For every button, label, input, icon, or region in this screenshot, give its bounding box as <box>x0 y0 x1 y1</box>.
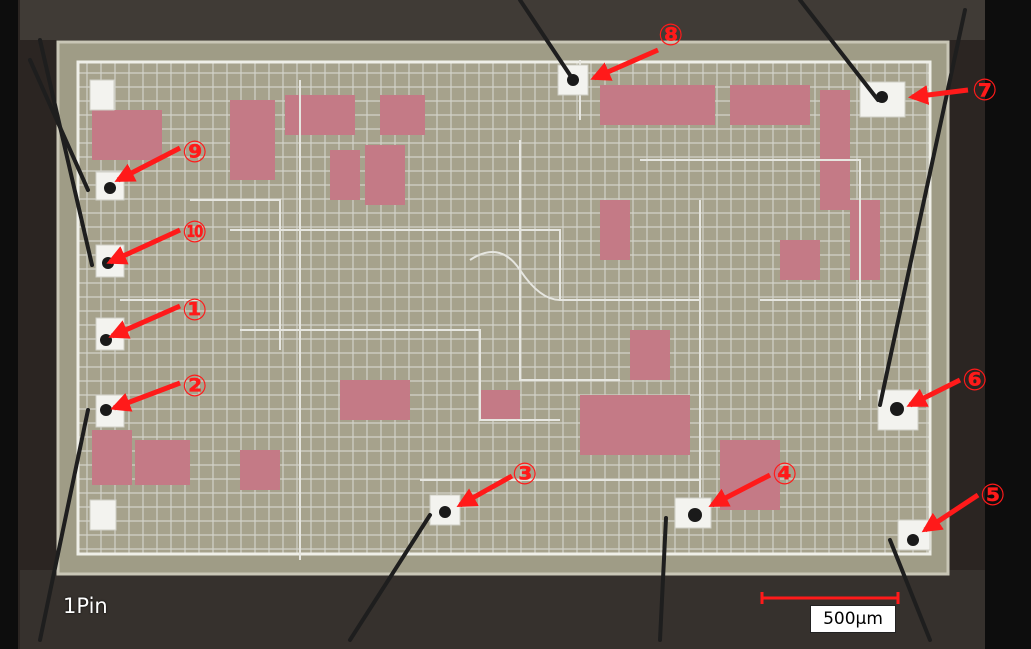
pin-label-6: ⑥ <box>962 363 987 398</box>
pin-label-5: ⑤ <box>980 478 1005 513</box>
scale-label: 500μm <box>810 605 896 633</box>
pin-label-3: ③ <box>512 457 537 492</box>
pin-label-9: ⑨ <box>182 135 207 170</box>
pin-label-4: ④ <box>772 457 797 492</box>
pin-label-1: ① <box>182 293 207 328</box>
pin-label-8: ⑧ <box>658 18 683 53</box>
pin-label-2: ② <box>182 369 207 404</box>
pin-label-10: ⑩ <box>182 215 207 250</box>
pin-label-7: ⑦ <box>972 73 997 108</box>
pin-caption: 1Pin <box>63 594 108 618</box>
